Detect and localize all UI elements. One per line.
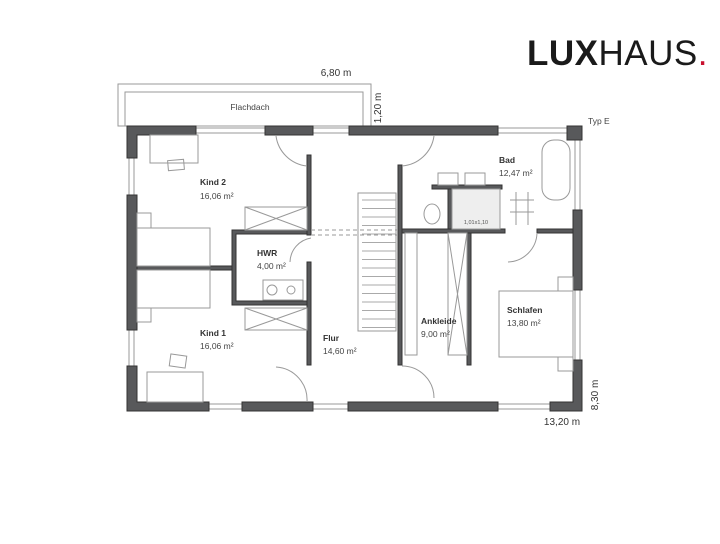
logo-dot: . [697, 34, 708, 73]
room-kind1-name: Kind 1 [200, 328, 226, 338]
dimension-total-width: 13,20 m [544, 417, 580, 428]
room-labels: Kind 2 16,06 m² HWR 4,00 m² Kind 1 16,06… [200, 155, 542, 356]
room-hwr-name: HWR [257, 248, 277, 258]
logo-bold: LUX [527, 34, 599, 73]
room-bad-name: Bad [499, 155, 515, 165]
logo-light: HAUS [598, 34, 698, 73]
dimension-total-depth: 8,30 m [590, 380, 601, 411]
type-label: Typ E [588, 116, 610, 126]
room-bad-area: 12,47 m² [499, 168, 533, 178]
room-schlafen-area: 13,80 m² [507, 318, 541, 328]
interior-walls [136, 154, 574, 366]
flat-roof: Flachdach [117, 83, 372, 127]
room-flur-area: 14,60 m² [323, 346, 357, 356]
dimension-roof-depth: 1,20 m [373, 93, 384, 124]
exterior-walls [126, 125, 583, 412]
dimension-roof-width: 6,80 m [321, 68, 352, 79]
room-ankleide-name: Ankleide [421, 316, 457, 326]
room-kind2-name: Kind 2 [200, 177, 226, 187]
furniture: 1,01x1,10 [136, 134, 574, 403]
flat-roof-label: Flachdach [230, 102, 269, 112]
room-schlafen-name: Schlafen [507, 305, 542, 315]
shower-size-label: 1,01x1,10 [464, 220, 488, 226]
luxhaus-logo: LUXHAUS. [527, 34, 708, 74]
room-hwr-area: 4,00 m² [257, 261, 286, 271]
room-kind2-area: 16,06 m² [200, 191, 234, 201]
room-kind1-area: 16,06 m² [200, 341, 234, 351]
stair-treads [362, 199, 396, 328]
room-flur-name: Flur [323, 333, 340, 343]
room-ankleide-area: 9,00 m² [421, 329, 450, 339]
